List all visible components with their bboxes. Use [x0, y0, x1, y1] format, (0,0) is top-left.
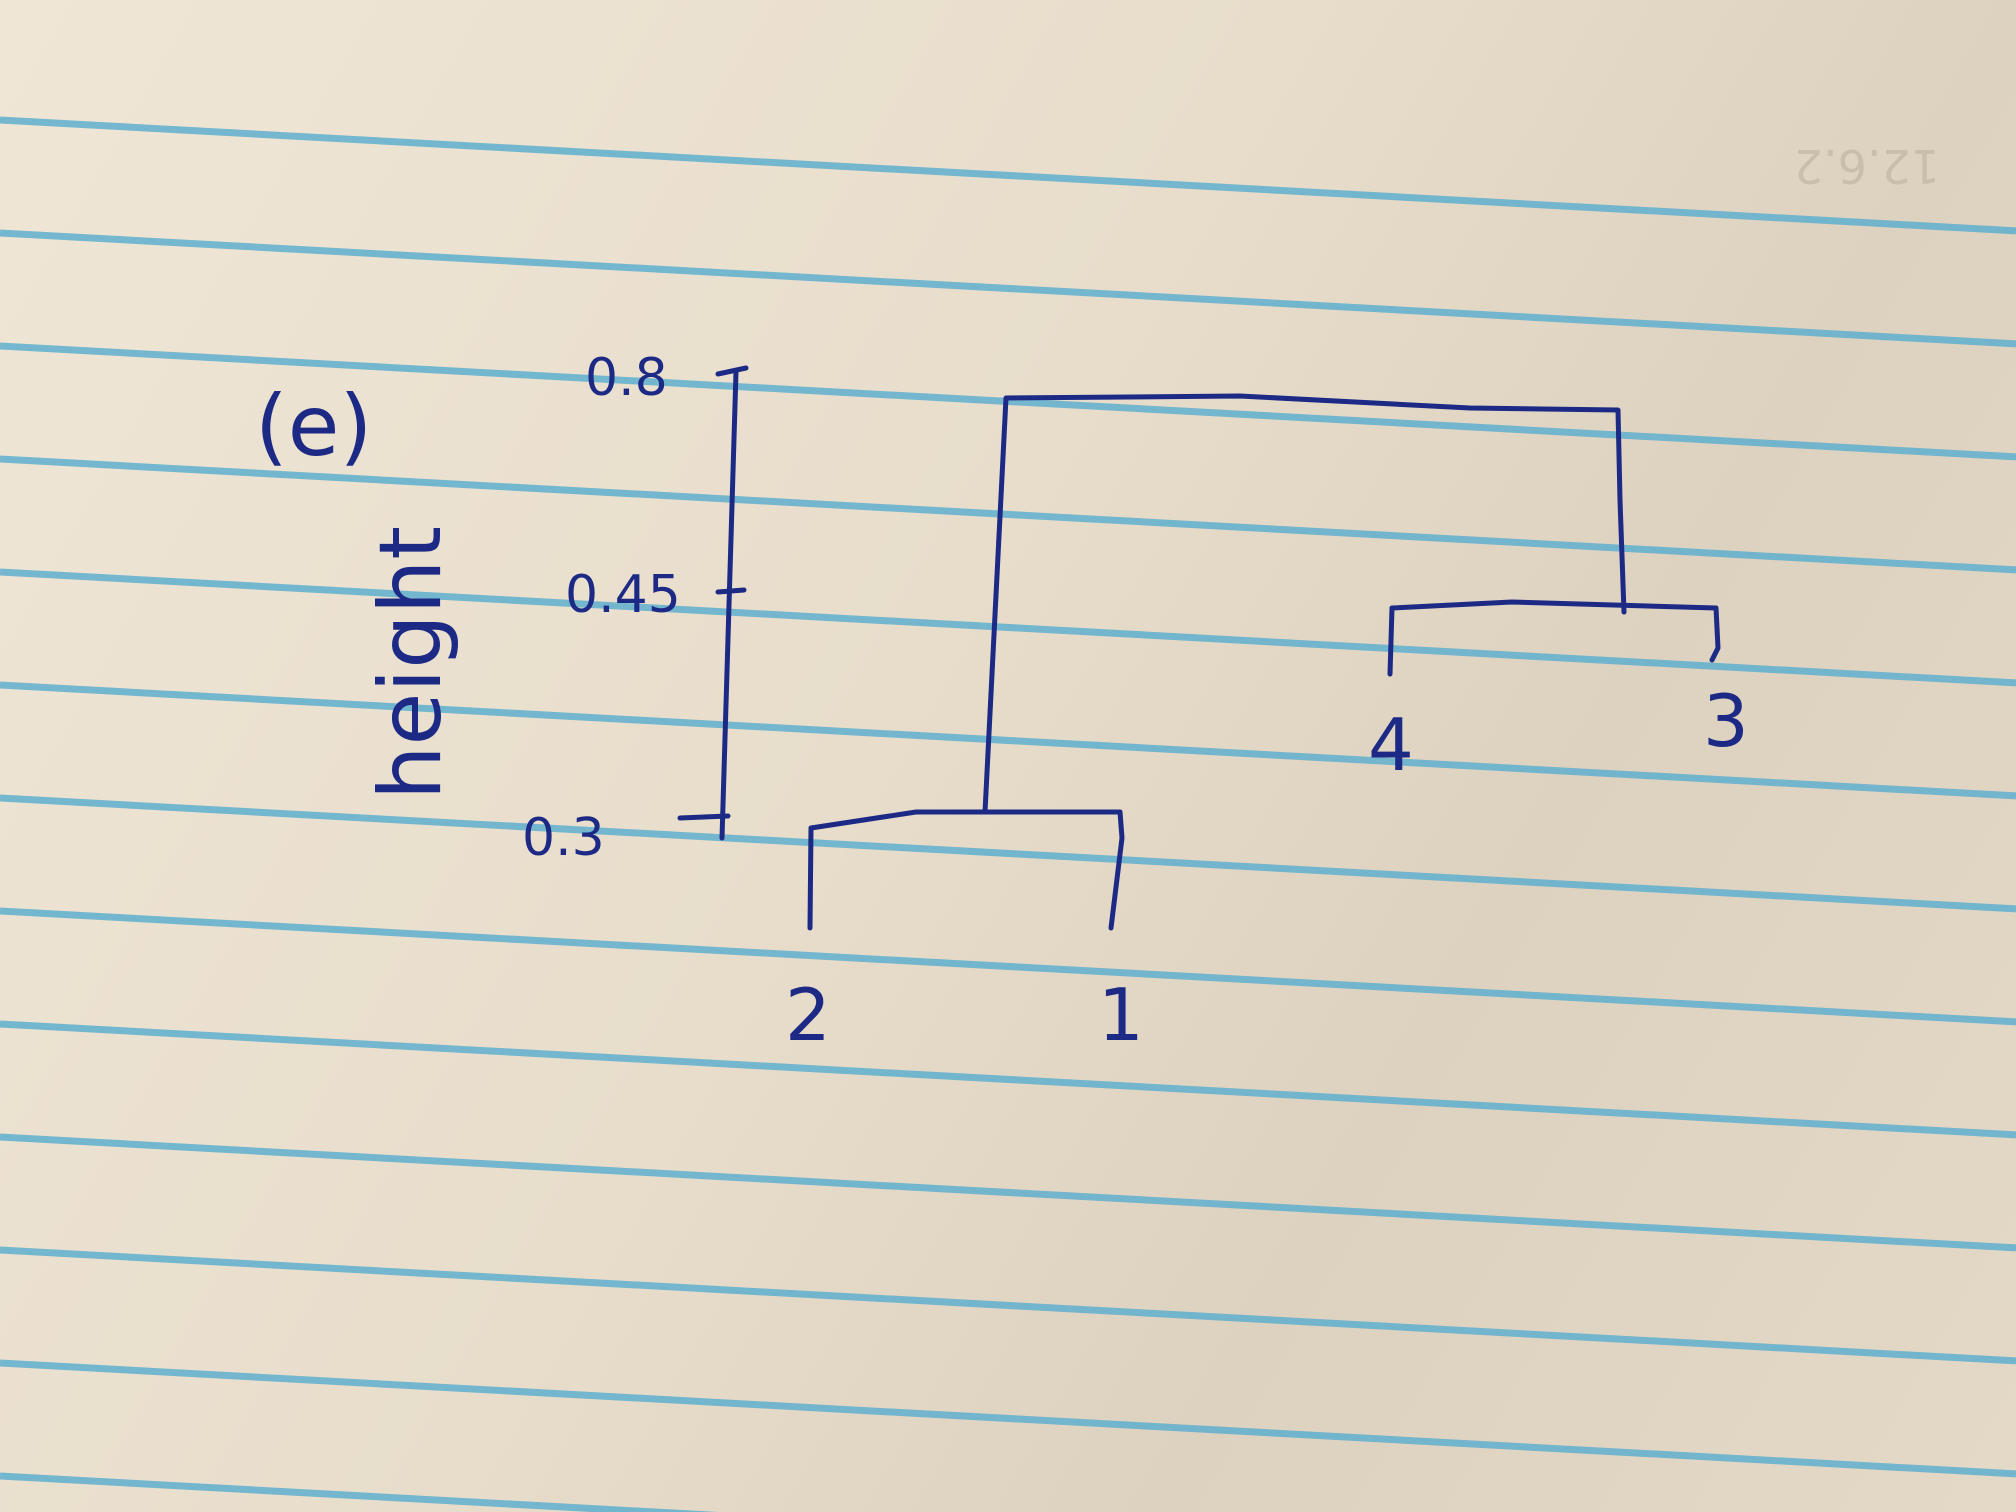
ruled-line	[0, 455, 2016, 574]
ruled-line	[0, 1133, 2016, 1252]
ruled-line	[0, 681, 2016, 800]
ruled-line	[0, 1472, 719, 1512]
tick-mark-0.3	[677, 813, 731, 821]
tick-mark-0.45	[715, 587, 747, 595]
axis-label-height: height	[361, 526, 461, 800]
merge-4-3-bracket	[1387, 599, 1721, 677]
ruled-line	[0, 1020, 2016, 1139]
tick-label-0.8: 0.8	[585, 348, 668, 408]
leaf-label-4: 4	[1368, 703, 1414, 787]
ruled-line	[0, 568, 2016, 687]
ruled-line	[0, 116, 2016, 235]
merge-2-1-bracket	[807, 809, 1125, 931]
faint-page-number: 12.6.2	[1794, 139, 1940, 193]
ruled-line	[0, 794, 2016, 913]
leaf-label-3: 3	[1703, 679, 1749, 763]
ruled-line	[0, 229, 2016, 348]
tick-label-0.3: 0.3	[522, 808, 605, 868]
tick-label-0.45: 0.45	[565, 565, 681, 625]
merge-top-bracket	[982, 393, 1627, 815]
y-axis-line	[719, 369, 739, 841]
tick-mark-0.8	[715, 365, 749, 377]
ruled-line	[0, 1246, 2016, 1365]
leaf-label-2: 2	[785, 973, 831, 1057]
leaf-label-1: 1	[1098, 973, 1144, 1057]
ruled-line	[0, 907, 2016, 1026]
ruled-line	[0, 1359, 2016, 1478]
part-label: (e)	[255, 377, 372, 475]
